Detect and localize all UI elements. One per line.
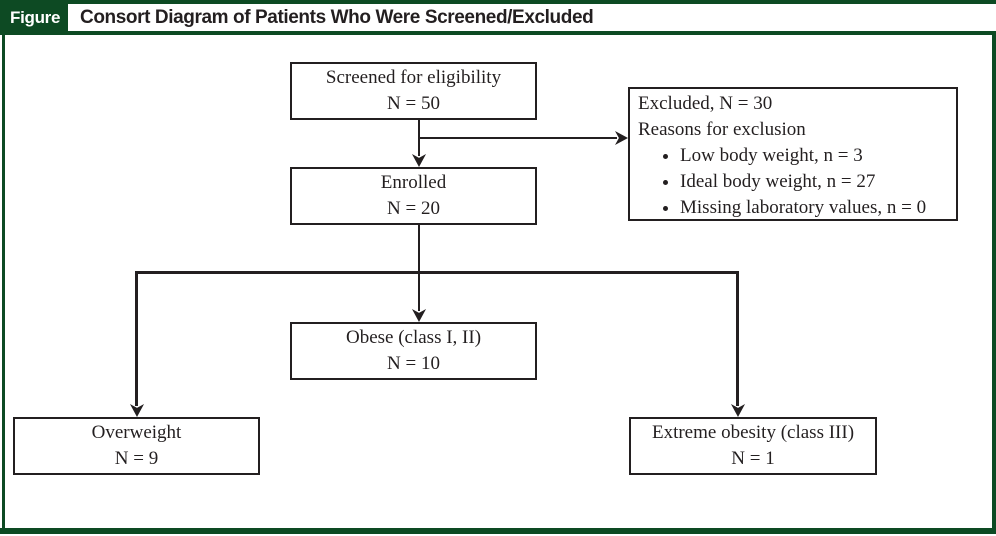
obese-count: N = 10 — [387, 353, 440, 374]
excluded-subtitle: Reasons for exclusion — [638, 119, 806, 140]
obese-label: Obese (class I, II) — [345, 327, 482, 348]
enrolled-count: N = 20 — [387, 198, 440, 219]
figure-title: Consort Diagram of Patients Who Were Scr… — [80, 6, 594, 28]
screened-label: Screened for eligibility — [325, 67, 502, 88]
excluded-box: Excluded, N = 30 Reasons for exclusion L… — [628, 87, 958, 221]
enrolled-box: Enrolled N = 20 — [290, 167, 537, 225]
connector-to-excluded — [419, 137, 617, 139]
excluded-reason-item: Missing laboratory values, n = 0 — [680, 195, 926, 221]
excluded-reasons-list: Low body weight, n = 3 Ideal body weight… — [638, 143, 926, 221]
figure-label-chip: Figure — [0, 0, 68, 35]
extreme-obesity-box: Extreme obesity (class III) N = 1 — [629, 417, 877, 475]
excluded-reason-item: Low body weight, n = 3 — [680, 143, 926, 169]
figure-border-left — [2, 35, 5, 528]
enrolled-label: Enrolled — [380, 172, 447, 193]
connector-branch-left-down — [135, 271, 138, 406]
overweight-label: Overweight — [91, 422, 182, 443]
obese-box: Obese (class I, II) N = 10 — [290, 322, 537, 380]
excluded-title: Excluded, N = 30 — [638, 93, 773, 114]
screened-count: N = 50 — [387, 93, 440, 114]
header-bottom-rule — [0, 31, 996, 35]
extreme-obesity-label: Extreme obesity (class III) — [651, 422, 855, 443]
figure-border-bottom — [0, 528, 996, 534]
connector-branch-horizontal — [135, 271, 739, 274]
overweight-box: Overweight N = 9 — [13, 417, 260, 475]
connector-branch-right-down — [736, 271, 739, 406]
screened-box: Screened for eligibility N = 50 — [290, 62, 537, 120]
extreme-obesity-count: N = 1 — [731, 448, 775, 469]
figure-label: Figure — [10, 7, 61, 27]
connector-enrolled-down — [418, 225, 420, 311]
figure-border-right — [992, 35, 996, 528]
overweight-count: N = 9 — [114, 448, 159, 469]
excluded-reason-item: Ideal body weight, n = 27 — [680, 169, 926, 195]
header-top-rule — [0, 0, 996, 4]
